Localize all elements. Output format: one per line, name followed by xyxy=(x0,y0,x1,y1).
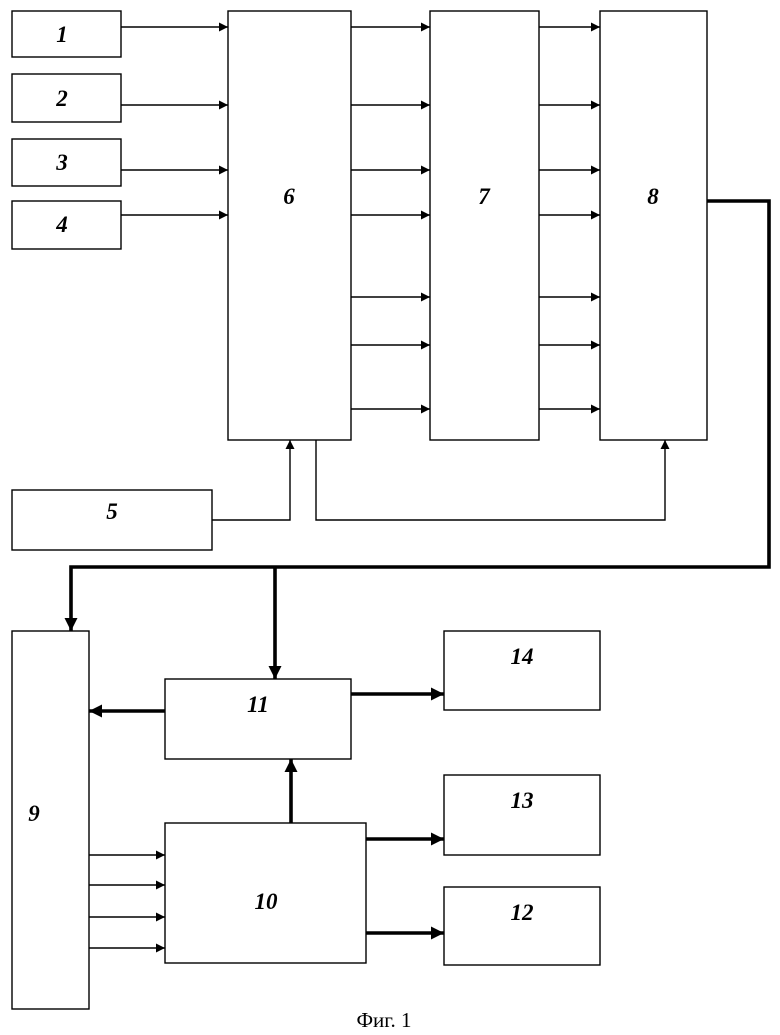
block-13-label: 13 xyxy=(511,788,534,813)
connector-group-6-to-7 xyxy=(351,27,430,409)
block-3: 3 xyxy=(12,139,121,186)
block-10-label: 10 xyxy=(255,889,279,914)
block-8-label: 8 xyxy=(647,184,659,209)
connector-6-to-8 xyxy=(316,440,665,520)
connector-group-7-to-8 xyxy=(539,27,600,409)
block-7: 7 xyxy=(430,11,539,440)
block-4-label: 4 xyxy=(55,212,68,237)
block-2: 2 xyxy=(12,74,121,122)
block-2-label: 2 xyxy=(55,86,68,111)
block-5: 5 xyxy=(12,490,212,550)
block-13: 13 xyxy=(444,775,600,855)
block-12-label: 12 xyxy=(511,900,534,925)
block-6-label: 6 xyxy=(283,184,295,209)
block-1-label: 1 xyxy=(56,22,68,47)
block-5-label: 5 xyxy=(106,499,118,524)
block-14: 14 xyxy=(444,631,600,710)
figure-caption: Фиг. 1 xyxy=(356,1008,411,1032)
block-6: 6 xyxy=(228,11,351,440)
block-10: 10 xyxy=(165,823,366,963)
connector-group-9-to-10 xyxy=(89,855,165,948)
block-8: 8 xyxy=(600,11,707,440)
block-11: 11 xyxy=(165,679,351,759)
block-12: 12 xyxy=(444,887,600,965)
block-1: 1 xyxy=(12,11,121,57)
connector-group-inputs-to-6 xyxy=(121,27,228,215)
connector-5-to-6 xyxy=(212,440,290,520)
block-4: 4 xyxy=(12,201,121,249)
block-7-label: 7 xyxy=(478,184,491,209)
block-14-label: 14 xyxy=(511,644,534,669)
block-3-label: 3 xyxy=(55,150,68,175)
block-11-label: 11 xyxy=(247,692,269,717)
block-9-label: 9 xyxy=(28,801,40,826)
block-9: 9 xyxy=(12,631,89,1009)
